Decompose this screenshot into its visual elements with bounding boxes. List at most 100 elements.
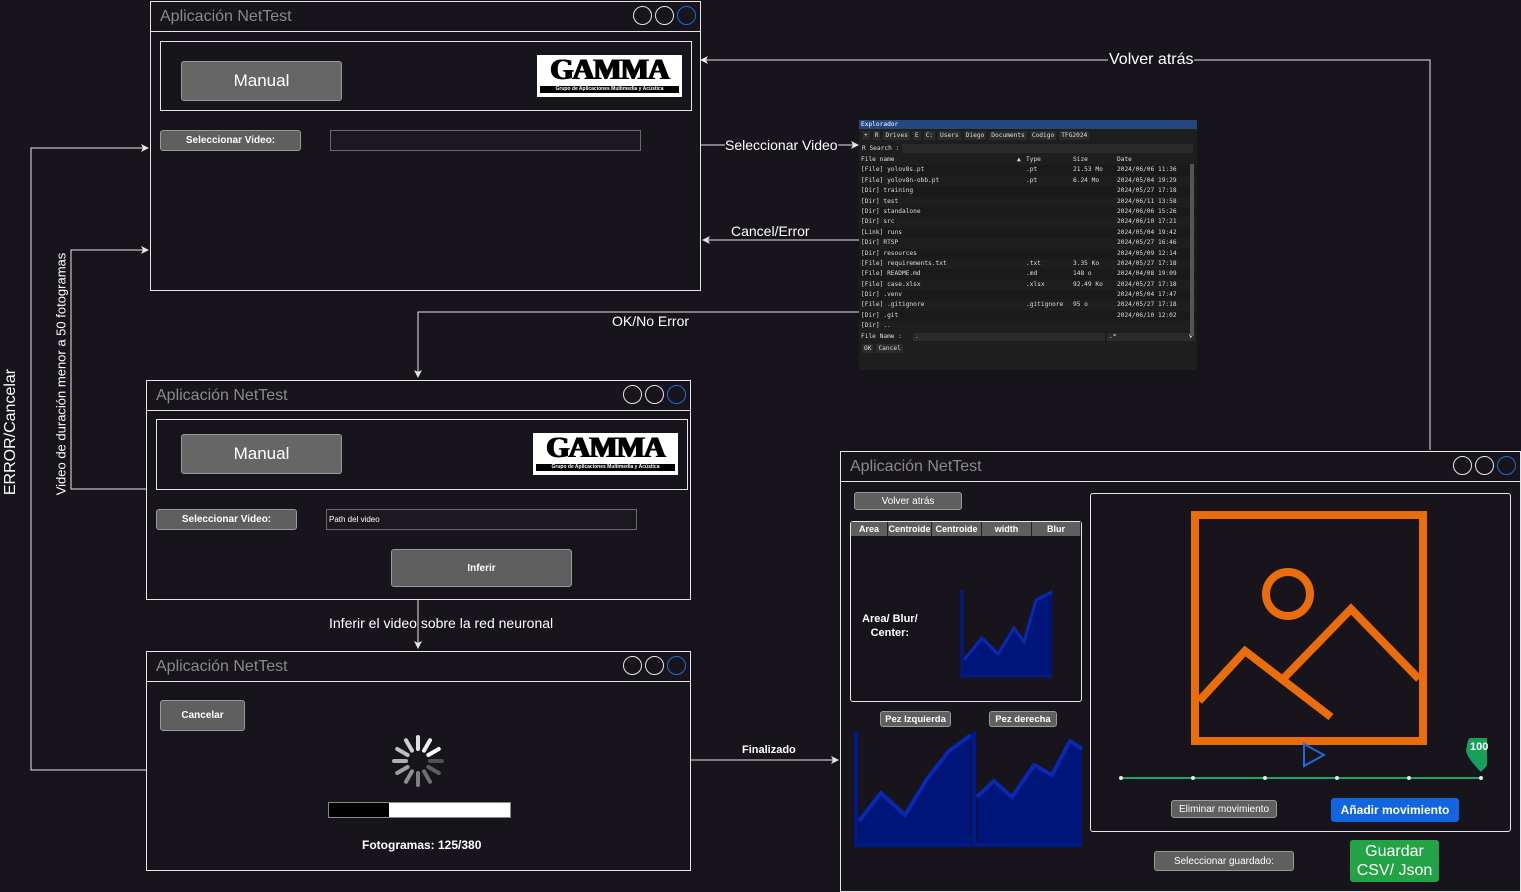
infer-button[interactable]: Inferir xyxy=(391,549,572,587)
close-button[interactable] xyxy=(667,656,686,675)
header-width[interactable]: width xyxy=(982,522,1032,536)
header-blur[interactable]: Blur xyxy=(1032,522,1081,536)
add-movement-button[interactable]: Añadir movimiento xyxy=(1331,798,1459,822)
window-results: Aplicación NetTest Volver atrás Area Cen… xyxy=(840,451,1521,892)
header-area[interactable]: Area xyxy=(851,522,888,536)
close-button[interactable] xyxy=(1497,456,1516,475)
search-input[interactable] xyxy=(902,144,1193,153)
loading-spinner-icon xyxy=(392,735,444,787)
minimize-button[interactable] xyxy=(633,6,652,25)
video-panel: 100 Eliminar movimiento Añadir movimient… xyxy=(1090,493,1511,832)
close-button[interactable] xyxy=(677,6,696,25)
search-label: R Search : xyxy=(862,145,900,152)
file-date-cell: 2024/05/27 16:46 xyxy=(1117,239,1177,247)
header-centroide-1[interactable]: Centroide xyxy=(888,522,932,536)
path-chip[interactable]: R xyxy=(872,131,881,140)
header-centroide-2[interactable]: Centroide xyxy=(932,522,982,536)
maximize-button[interactable] xyxy=(645,385,664,404)
minimize-button[interactable] xyxy=(623,656,642,675)
col-date[interactable]: Date xyxy=(1117,156,1132,163)
path-chip[interactable]: TFG2024 xyxy=(1059,131,1090,140)
path-chip[interactable]: Diego xyxy=(963,131,987,140)
path-chip[interactable]: Users xyxy=(938,131,961,140)
save-csv-json-button[interactable]: Guardar CSV/ Json xyxy=(1350,840,1439,882)
file-size-cell: 95 o xyxy=(1073,301,1088,309)
left-fish-chart-icon xyxy=(854,731,973,847)
path-chip[interactable]: E xyxy=(912,131,921,140)
save-label-line2: CSV/ Json xyxy=(1356,862,1433,879)
title-bar: Aplicación NetTest xyxy=(841,452,1520,482)
maximize-button[interactable] xyxy=(645,656,664,675)
file-size-cell: 92.49 Ko xyxy=(1073,280,1103,288)
edge-label-ok: OK/No Error xyxy=(612,313,690,329)
left-fish-button[interactable]: Pez Izquierda xyxy=(880,711,951,727)
file-name-input[interactable]: . xyxy=(913,332,1105,341)
ok-button[interactable]: OK xyxy=(862,344,874,354)
manual-button[interactable]: Manual xyxy=(181,434,342,474)
file-date-cell: 2024/05/04 19:29 xyxy=(1117,176,1177,184)
minimize-button[interactable] xyxy=(1453,456,1472,475)
col-type[interactable]: Type xyxy=(1026,156,1041,163)
cancel-button[interactable]: Cancelar xyxy=(160,700,245,731)
spinner-segment xyxy=(404,769,414,784)
path-chip[interactable]: Drives xyxy=(883,131,910,140)
minimize-button[interactable] xyxy=(623,385,642,404)
file-date-cell: 2024/05/09 12:14 xyxy=(1117,249,1177,257)
metric-label: Area/ Blur/Center: xyxy=(862,613,918,639)
edge-label-error-cancel: ERROR/Cancelar xyxy=(2,368,19,496)
file-date-cell: 2024/05/27 17:18 xyxy=(1117,259,1177,267)
video-path-field[interactable] xyxy=(330,130,641,151)
play-icon[interactable] xyxy=(1301,742,1327,768)
filter-select[interactable]: .* xyxy=(1107,332,1195,341)
file-name-label: File Name : xyxy=(861,332,902,340)
file-type-cell: .txt xyxy=(1026,259,1041,267)
col-file-name[interactable]: File name xyxy=(861,156,895,163)
spinner-segment xyxy=(395,747,410,757)
file-type-cell: .pt xyxy=(1026,176,1038,184)
close-button[interactable] xyxy=(667,385,686,404)
maximize-button[interactable] xyxy=(655,6,674,25)
edge-back xyxy=(700,56,1431,450)
file-name-cell: [Dir] training xyxy=(861,187,914,195)
select-saved-button[interactable]: Seleccionar guardado: xyxy=(1154,851,1294,871)
path-chip[interactable]: Codigo xyxy=(1029,131,1057,140)
path-chip[interactable]: Documents xyxy=(989,131,1027,140)
back-button[interactable]: Volver atrás xyxy=(854,492,962,510)
right-fish-button[interactable]: Pez derecha xyxy=(989,711,1057,727)
select-video-button[interactable]: Seleccionar Video: xyxy=(160,130,301,151)
path-chip[interactable]: C: xyxy=(923,131,936,140)
manual-button[interactable]: Manual xyxy=(181,61,342,101)
select-video-button[interactable]: Seleccionar Video: xyxy=(156,509,297,530)
explorer-cancel-button[interactable]: Cancel xyxy=(876,344,903,354)
file-row[interactable]: [Dir] .. xyxy=(859,321,1197,331)
file-date-cell: 2024/06/10 17:21 xyxy=(1117,218,1177,226)
timeline-slider[interactable] xyxy=(1115,738,1487,782)
window-title: Aplicación NetTest xyxy=(156,387,288,404)
edge-label-finished: Finalizado xyxy=(742,744,796,756)
explorer-scrollbar[interactable] xyxy=(1190,164,1194,336)
metrics-panel: Area Centroide Centroide width Blur Area… xyxy=(850,521,1082,702)
video-path-field[interactable]: Path del video xyxy=(326,509,637,530)
maximize-button[interactable] xyxy=(1475,456,1494,475)
file-date-cell: 2024/05/27 17:18 xyxy=(1117,280,1177,288)
col-size[interactable]: Size xyxy=(1073,156,1088,163)
delete-movement-button[interactable]: Eliminar movimiento xyxy=(1171,800,1277,818)
path-chip[interactable]: + xyxy=(862,131,870,140)
